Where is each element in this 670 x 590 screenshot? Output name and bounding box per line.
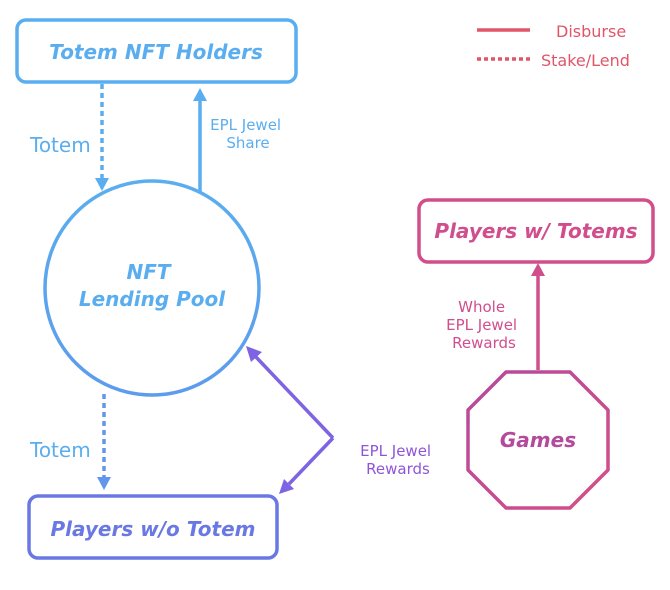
nft-lending-pool-node [43, 179, 261, 397]
games-node [466, 370, 610, 510]
players-with-totems-node [417, 198, 655, 264]
epl-share-label-line-2: Share [226, 134, 269, 152]
players-without-totem-node [27, 494, 279, 560]
totem-bottom-label: Totem [29, 438, 91, 462]
legend-stake-lend-label: Stake/Lend [541, 51, 630, 70]
epl-rewards-arrowhead-pool [246, 346, 262, 362]
nft-lending-pool-label: NFT Lending Pool [79, 260, 226, 311]
nft-lending-pool-label-line-2: Lending Pool [79, 287, 226, 311]
epl-rewards-branch-to-pool [254, 355, 335, 440]
whole-rewards-label: Whole EPL Jewel Rewards [446, 298, 522, 352]
epl-share-arrowhead [193, 88, 207, 101]
totem-stake-arrowhead-top [95, 178, 109, 191]
epl-rewards-label-line-1: EPL Jewel [360, 442, 431, 460]
whole-rewards-label-line-3: Rewards [452, 334, 516, 352]
epl-rewards-label: EPL Jewel Rewards [360, 442, 436, 478]
totem-lend-arrowhead-bottom [97, 477, 111, 490]
whole-rewards-arrowhead [531, 263, 545, 276]
epl-share-label: EPL Jewel Share [210, 116, 286, 152]
nft-lending-pool-label-line-1: NFT [126, 260, 171, 284]
totem-top-label: Totem [29, 133, 91, 157]
whole-rewards-label-line-2: EPL Jewel [446, 316, 517, 334]
epl-share-label-line-1: EPL Jewel [210, 116, 281, 134]
whole-rewards-label-line-1: Whole [458, 298, 505, 316]
epl-rewards-label-line-2: Rewards [366, 460, 430, 478]
games-label: Games [500, 428, 576, 452]
players-with-totems-label: Players w/ Totems [434, 219, 637, 243]
legend-disburse-label: Disburse [556, 22, 626, 41]
epl-rewards-arrowhead-players [279, 479, 294, 494]
totem-nft-holders-node [15, 18, 298, 84]
totem-nft-holders-label: Totem NFT Holders [49, 40, 263, 64]
epl-rewards-branch-to-players [287, 436, 335, 486]
players-without-totem-label: Players w/o Totem [51, 517, 256, 541]
